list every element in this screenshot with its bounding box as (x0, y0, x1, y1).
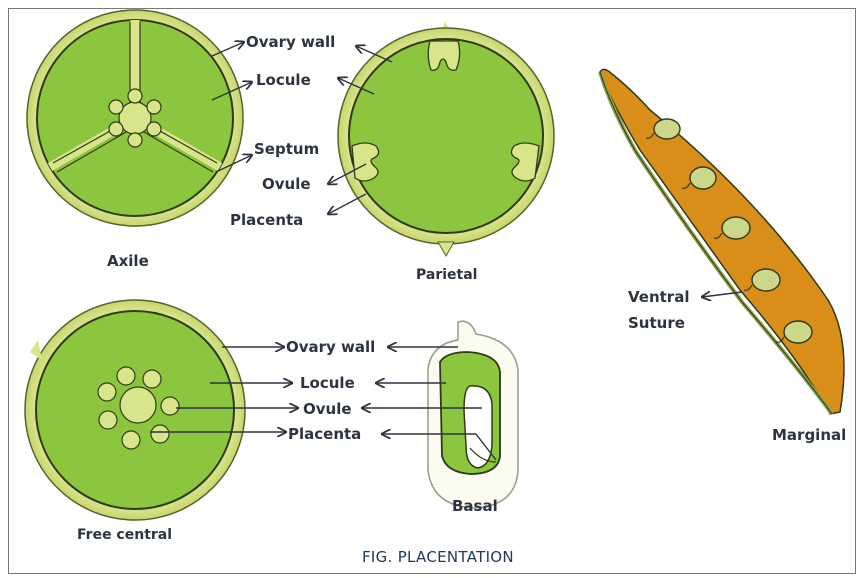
marginal-pod (600, 69, 844, 414)
figure-title: FIG. PLACENTATION (362, 548, 514, 566)
free-central-ovary-wall-label: Ovary wall (286, 338, 375, 356)
axile-ovary-wall-label: Ovary wall (246, 33, 335, 51)
free-central-locule-label: Locule (300, 374, 355, 392)
ventral-label: Ventral (628, 288, 689, 306)
free-central-placenta-label: Placenta (288, 425, 361, 443)
basal-ovary (428, 321, 518, 508)
free-central-ovule-label: Ovule (303, 400, 352, 418)
axile-locule-label: Locule (256, 71, 311, 89)
free-central-name-label: Free central (77, 526, 172, 544)
suture-label: Suture (628, 314, 685, 332)
axile-ovary (27, 10, 243, 226)
parietal-locule (349, 39, 543, 233)
axile-septum-label: Septum (254, 140, 319, 158)
parietal-ovary (338, 22, 554, 256)
marginal-name-label: Marginal (772, 426, 846, 444)
basal-name-label: Basal (452, 497, 498, 515)
free-central-ovary (25, 300, 245, 520)
axile-name-label: Axile (107, 252, 149, 270)
axile-placenta-label: Placenta (230, 211, 303, 229)
parietal-name-label: Parietal (416, 266, 477, 284)
axile-ovule-label: Ovule (262, 175, 311, 193)
